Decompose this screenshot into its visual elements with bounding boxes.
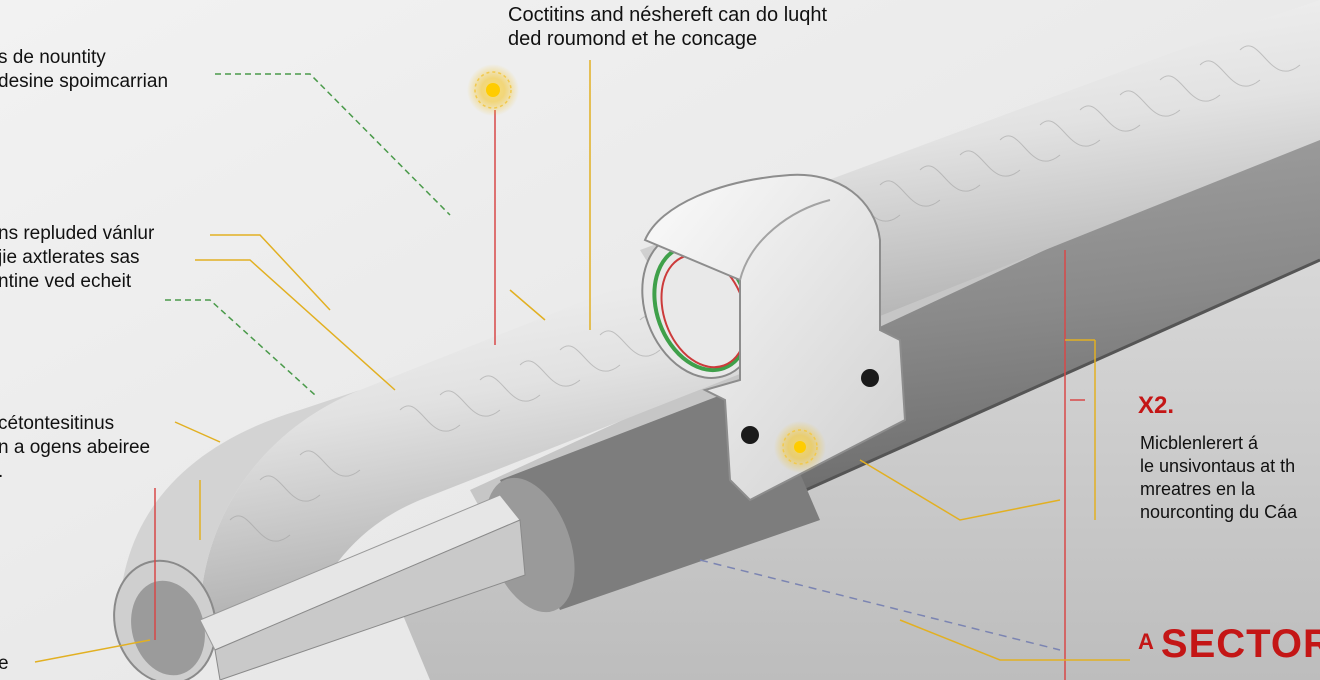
callout-label-right: Micblenlerert á le unsivontaus at th mre…: [1140, 432, 1297, 524]
callout-text: desine spoimcarrian: [0, 71, 169, 92]
callout-text: jie axtlerates sas: [0, 247, 140, 268]
callout-text: n a ogens abeiree: [0, 437, 151, 458]
callout-text: Micblenlerert á: [1140, 433, 1259, 453]
insulated-pipe-bend: [120, 390, 360, 620]
callout-label-left-1: s de nountity desine spoimcarrian: [0, 46, 168, 94]
pipe-opening-inner: [131, 580, 205, 676]
callout-text: e: [0, 653, 9, 674]
leader-lower-dashed: [699, 559, 1061, 651]
clamp-bolt-icon: [741, 426, 759, 444]
pipe-clamp: [643, 173, 907, 502]
callout-label-left-4: e: [0, 652, 9, 676]
callout-label-left-3: cétontesitinus n a ogens abeiree .: [0, 412, 150, 484]
callout-text: Coctitins and néshereft can do luqht: [508, 4, 828, 26]
callout-text: s de nountity: [0, 47, 106, 68]
clamp-bolt-icon: [861, 369, 879, 387]
sun-marker-icon: [774, 421, 826, 473]
leader-left-2b: [195, 259, 396, 391]
leader-right-3: [859, 459, 1061, 521]
sector-prefix: A: [1138, 629, 1155, 654]
sector-title-text: SECTOR: [1160, 622, 1320, 666]
sun-marker-icon: [467, 64, 519, 116]
callout-text: ns repluded vánlur: [0, 223, 155, 244]
callout-leaders: [34, 60, 1130, 680]
front-bracket-face: [214, 519, 526, 680]
leader-left-2a: [210, 234, 331, 311]
callout-text: le unsivontaus at th: [1140, 456, 1296, 476]
callout-text: mreatres en la: [1140, 479, 1256, 499]
callout-text: .: [0, 460, 150, 484]
callout-label-top: Coctitins and néshereft can do luqht ded…: [508, 3, 827, 51]
leader-left-4: [34, 639, 151, 663]
leader-top-yellow-2: [509, 289, 546, 321]
insulated-pipe-front: [200, 255, 750, 640]
callout-number: X2.: [1138, 392, 1175, 419]
leader-left-2c: [165, 299, 316, 396]
callout-text: nourconting du Cáa: [1140, 502, 1298, 522]
leader-left-1: [215, 73, 451, 216]
pipe-clamp-band-edge: [739, 199, 831, 281]
callout-text: ntine ved echeit: [0, 271, 132, 292]
callout-label-left-2: ns repluded vánlur jie axtlerates sas nt…: [0, 222, 154, 294]
leader-left-3: [174, 421, 221, 443]
leader-lower-yellow: [899, 619, 1130, 661]
callout-text: ded roumond et he concage: [508, 28, 758, 50]
callout-text: cétontesitinus: [0, 413, 115, 434]
